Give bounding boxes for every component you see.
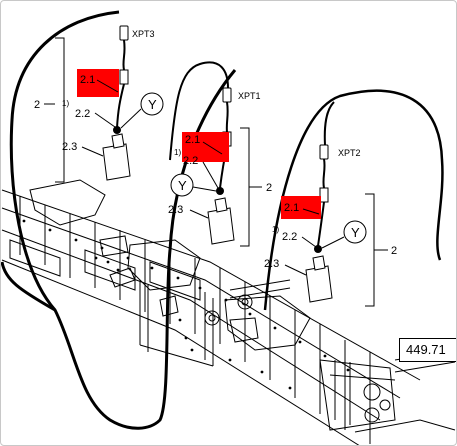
sensor-top-xpt1 (214, 197, 228, 213)
connector-xpt2[interactable] (319, 144, 329, 160)
marker-circle-xpt3 (140, 92, 164, 116)
footnote-xpt3: 1) (62, 99, 69, 108)
leader-2-1-xpt3 (96, 79, 119, 93)
label-2-xpt1: 2 (266, 182, 272, 194)
bracket-2-xpt2 (365, 193, 375, 307)
plug-2-2-xpt3[interactable] (113, 126, 121, 134)
marker-label-xpt1: Y (178, 178, 187, 193)
connector-xpt3[interactable] (119, 25, 129, 41)
marker-label-xpt3: Y (148, 97, 157, 112)
marker-label-xpt2: Y (351, 225, 360, 240)
sensor-top-xpt2 (312, 255, 326, 271)
bracket-2-xpt3 (55, 37, 65, 183)
sensor-body-2-3-xpt1[interactable] (207, 207, 235, 245)
plug-2-2-xpt2[interactable] (314, 245, 322, 253)
cable-upper-xpt1 (169, 61, 229, 161)
leader-2-2-xpt1 (202, 161, 219, 189)
label-2-1-xpt1: 2.1 (185, 134, 200, 146)
highlight-2-1-xpt2 (281, 196, 321, 219)
cable-xpt1 (225, 101, 229, 133)
plug-2-2-xpt1[interactable] (216, 187, 224, 195)
footnote-xpt1: 1) (174, 148, 181, 157)
cable-loop-xpt2 (323, 101, 335, 146)
connector-label-xpt1: XPT1 (238, 91, 261, 101)
cable-lower-xpt2 (317, 201, 325, 247)
cable-lower-xpt3 (116, 83, 125, 129)
highlight-2-1-xpt1 (182, 132, 229, 162)
cable-clip-xpt3 (119, 69, 129, 85)
connector-label-xpt2: XPT2 (338, 148, 361, 158)
machine-frame (1, 179, 456, 446)
cable-xpt3 (122, 39, 126, 71)
detail-callout-outline (9, 10, 237, 430)
label-2-3-xpt2: 2.3 (264, 258, 279, 270)
part-number-label: 449.71 (406, 342, 446, 357)
leader-2-2-xpt2 (301, 236, 317, 248)
marker-circle-xpt1 (170, 173, 194, 197)
marker-leader-xpt2 (321, 236, 345, 249)
part-number-box: 449.71 (399, 338, 457, 362)
sensor-assembly-xpt2[interactable]: XPT2 2.1 1) 2.2 Y 2.3 2 (263, 89, 444, 311)
connector-label-xpt3: XPT3 (132, 29, 155, 39)
marker-leader-xpt3 (120, 108, 142, 129)
connector-xpt1[interactable] (222, 87, 232, 103)
bracket-2-xpt1 (240, 127, 250, 247)
sensor-assembly-xpt1[interactable]: XPT1 2.1 1) 2.2 Y 2.3 2 (168, 61, 272, 247)
frame-fasteners (22, 219, 350, 390)
leader-2-3-xpt3 (81, 146, 104, 157)
marker-circle-xpt2 (343, 220, 367, 244)
sensor-body-2-3-xpt3[interactable] (102, 143, 131, 181)
label-2-3-xpt3: 2.3 (62, 141, 77, 153)
label-2-2-xpt3: 2.2 (75, 108, 90, 120)
leader-2-1-xpt1 (202, 141, 223, 155)
footnote-xpt2: 1) (272, 225, 279, 234)
cable-xpt2 (322, 158, 326, 189)
leader-2-3-xpt1 (189, 209, 209, 219)
label-2-xpt2: 2 (391, 245, 397, 257)
cable-clip-xpt2 (319, 187, 329, 203)
label-2-1-xpt2: 2.1 (284, 202, 299, 214)
leader-2-2-xpt3 (94, 112, 116, 128)
label-2-2-xpt1: 2.2 (183, 155, 198, 167)
label-2-2-xpt2: 2.2 (282, 231, 297, 243)
detail-callout-outline-lower (0, 261, 56, 312)
label-2-xpt3: 2 (34, 99, 40, 111)
label-2-3-xpt1: 2.3 (168, 204, 183, 216)
sensor-assembly-xpt3[interactable]: XPT3 2.1 1) 2.2 Y 2.3 2 (34, 25, 164, 183)
sensor-body-2-3-xpt2[interactable] (305, 265, 333, 303)
sensor-top-xpt3 (111, 133, 125, 149)
cable-upper-xpt2 (263, 89, 444, 311)
label-2-1-xpt3: 2.1 (80, 74, 95, 86)
marker-leader-xpt1 (192, 186, 217, 192)
leader-2-1-xpt2 (302, 208, 320, 215)
highlight-2-1-xpt3 (77, 69, 119, 97)
leader-2-3-xpt2 (284, 264, 307, 276)
